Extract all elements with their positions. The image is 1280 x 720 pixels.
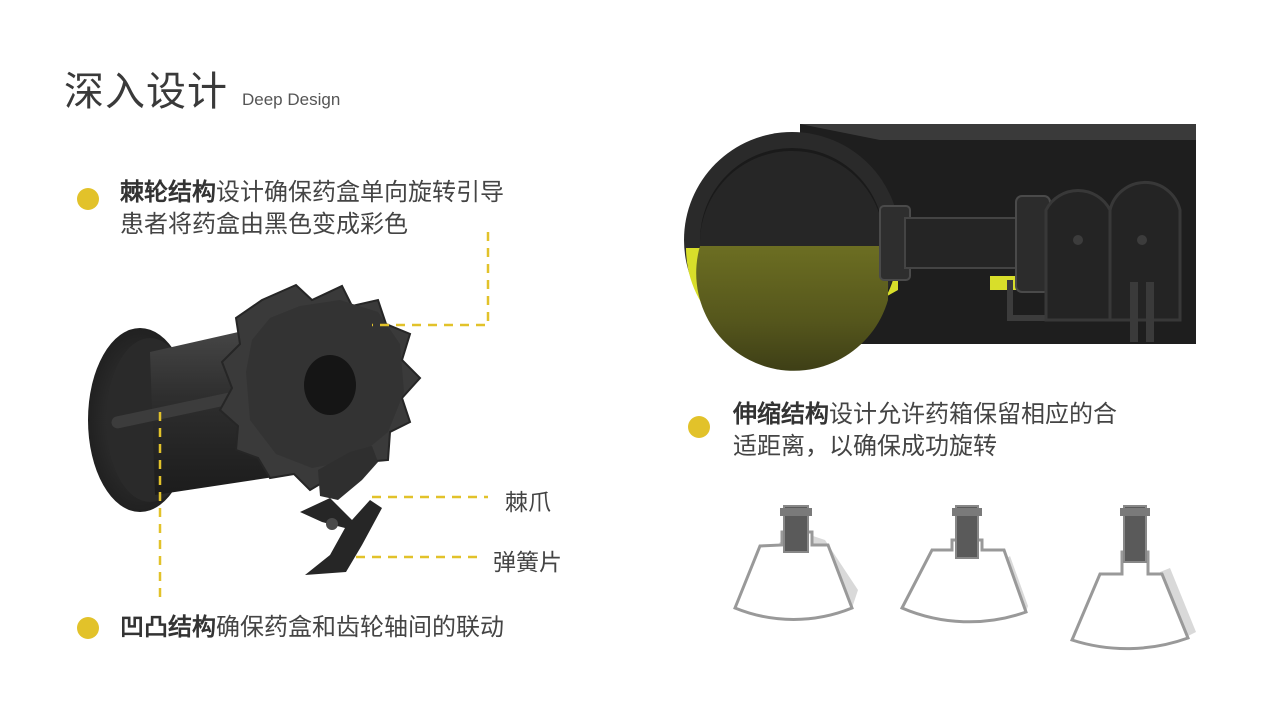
point-telescopic: 伸缩结构设计允许药箱保留相应的合 适距离，以确保成功旋转	[733, 398, 1213, 462]
telescopic-stage-3	[1069, 505, 1196, 651]
divider-2	[1146, 282, 1154, 342]
page-title: 深入设计	[64, 69, 228, 115]
point-concave-text-1: 确保药盒和齿轮轴间的联动	[216, 613, 504, 641]
spring-leaf-part	[300, 498, 382, 575]
point-telescopic-text-2: 适距离，以确保成功旋转	[733, 432, 997, 460]
point-ratchet-text-1: 设计确保药盒单向旋转引导	[216, 178, 504, 206]
cell-2	[1108, 180, 1182, 322]
point-telescopic-bold: 伸缩结构	[733, 400, 829, 428]
telescopic-stage-2	[899, 505, 1028, 624]
top-rim	[800, 124, 1196, 140]
page-subtitle: Deep Design	[242, 90, 341, 109]
divider-1	[1130, 282, 1138, 342]
telescopic-stage-1	[733, 505, 858, 621]
cell-1	[1044, 188, 1112, 322]
label-pawl: 棘爪	[505, 490, 551, 516]
leader-ratchet	[372, 232, 490, 327]
dark-inner-top	[699, 150, 884, 246]
yellow-inner	[696, 246, 888, 371]
bullet-dot-ratchet	[77, 188, 99, 210]
label-spring: 弹簧片	[493, 550, 562, 576]
pivot-pin	[326, 518, 338, 530]
pin-1	[1073, 235, 1083, 245]
point-ratchet: 棘轮结构设计确保药盒单向旋转引导 患者将药盒由黑色变成彩色	[120, 176, 600, 240]
gear-hole	[304, 355, 356, 415]
bullet-dot-telescopic	[688, 416, 710, 438]
pawl-part	[318, 446, 378, 500]
point-telescopic-text-1: 设计允许药箱保留相应的合	[829, 400, 1117, 428]
point-concave-bold: 凹凸结构	[120, 613, 216, 641]
bullet-dot-concave	[77, 617, 99, 639]
point-ratchet-text-2: 患者将药盒由黑色变成彩色	[120, 210, 408, 238]
pin-2	[1137, 235, 1147, 245]
point-ratchet-bold: 棘轮结构	[120, 178, 216, 206]
ratchet-assembly-illustration	[88, 283, 422, 575]
point-concave: 凹凸结构确保药盒和齿轮轴间的联动	[120, 611, 504, 643]
callout-leaders	[158, 232, 490, 602]
rib-bar	[111, 387, 259, 429]
telescopic-cross-section-illustration	[684, 124, 1196, 371]
piston-rod	[904, 217, 1026, 269]
